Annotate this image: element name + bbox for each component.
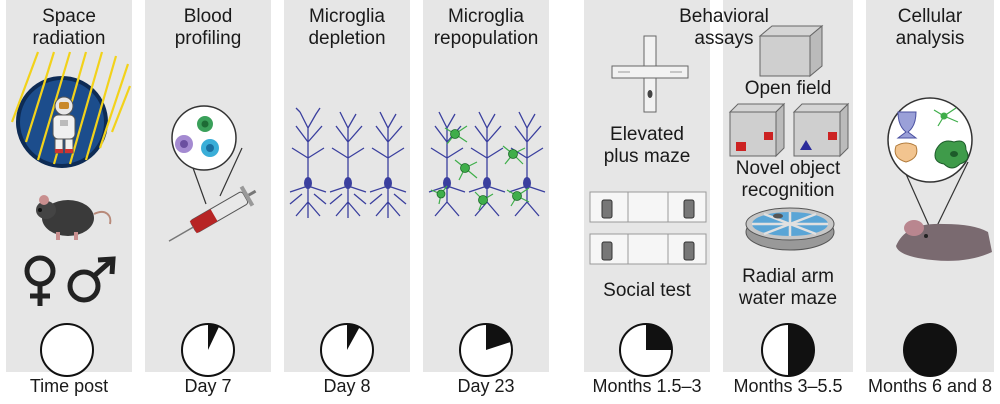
label-social-test: Social test bbox=[603, 280, 691, 301]
radial-arm-water-maze-icon bbox=[745, 207, 835, 251]
astronaut-icon bbox=[10, 51, 132, 168]
panel-cellular-analysis bbox=[866, 0, 994, 372]
title-microglia-depletion: Microglia depletion bbox=[308, 6, 386, 49]
label-novel-object-recognition: Novel object recognition bbox=[735, 158, 841, 201]
timepoint-label: Months 3–5.5 bbox=[733, 376, 843, 396]
title-cellular-analysis: Cellular analysis bbox=[895, 6, 965, 49]
progress-wedge bbox=[788, 324, 814, 376]
progress-wedge bbox=[646, 324, 672, 350]
timepoint-label: Day 8 bbox=[323, 376, 371, 396]
title-space-radiation: Space radiation bbox=[32, 6, 106, 49]
female-symbol-icon bbox=[24, 255, 56, 306]
timepoint-label: Months 6 and 8 bbox=[867, 376, 993, 396]
progress-circle bbox=[903, 323, 957, 377]
progress-wedge bbox=[347, 324, 360, 350]
open-field-icon bbox=[758, 24, 824, 78]
title-blood-profiling: Blood profiling bbox=[174, 6, 242, 49]
progress-wedge bbox=[486, 324, 511, 350]
timepoint-label: Day 7 bbox=[184, 376, 232, 396]
label-elevated-plus-maze: Elevated plus maze bbox=[603, 124, 691, 167]
cellular-analysis-icon bbox=[887, 97, 992, 261]
timepoint-label: Day 23 bbox=[457, 376, 515, 396]
male-symbol-icon bbox=[67, 256, 116, 303]
neuron-icon bbox=[289, 107, 407, 218]
timeline-circles bbox=[40, 323, 957, 377]
progress-circle bbox=[40, 323, 94, 377]
panel-space-radiation bbox=[6, 0, 132, 372]
elevated-plus-maze-icon bbox=[611, 35, 689, 113]
panel-blood-profiling bbox=[145, 0, 271, 372]
title-microglia-repopulation: Microglia repopulation bbox=[433, 6, 539, 49]
label-radial-arm-water-maze: Radial arm water maze bbox=[738, 266, 838, 309]
timepoint-label: Months 1.5–3 bbox=[592, 376, 702, 396]
microglia-icon bbox=[428, 111, 546, 217]
social-test-icon bbox=[589, 191, 707, 265]
syringe-icon bbox=[168, 105, 257, 242]
timepoint-label: Time post bbox=[29, 376, 109, 396]
title-behavioral-assays: Behavioral assays bbox=[679, 6, 769, 49]
label-open-field: Open field bbox=[744, 78, 832, 99]
novel-object-recognition-icon bbox=[728, 102, 850, 158]
mouse-icon bbox=[36, 195, 112, 240]
progress-wedge bbox=[208, 324, 220, 350]
